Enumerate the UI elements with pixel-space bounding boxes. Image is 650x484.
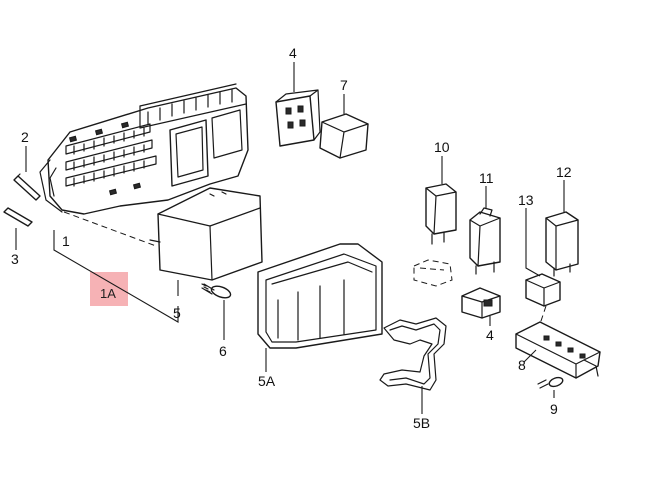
callout-1: 1 (62, 233, 70, 249)
relay-socket-4-top[interactable] (275, 89, 321, 147)
relay-11[interactable] (469, 207, 501, 275)
callout-4-bottom: 4 (486, 327, 494, 343)
relay-13[interactable] (525, 273, 561, 307)
callout-3: 3 (11, 251, 19, 267)
highlight-1a-label: 1A (100, 286, 116, 301)
callout-12: 12 (556, 164, 572, 180)
fuse-relay-panel[interactable] (39, 83, 249, 215)
relay-base-8[interactable] (515, 321, 601, 379)
callout-labels: 1 2 3 4 7 5 6 5A 5B 10 11 12 13 4 8 9 (11, 45, 572, 431)
callout-5: 5 (173, 305, 181, 321)
callout-4-top: 4 (289, 45, 297, 61)
callout-6: 6 (219, 343, 227, 359)
large-cover-5a[interactable] (257, 243, 383, 349)
callout-9: 9 (550, 401, 558, 417)
screw-6[interactable] (201, 283, 232, 300)
relay-10[interactable] (425, 183, 457, 245)
callout-5b: 5B (413, 415, 430, 431)
callout-13: 13 (518, 192, 534, 208)
relay-7[interactable] (319, 113, 369, 159)
callout-2: 2 (21, 129, 29, 145)
fuse-pin-3[interactable] (3, 207, 33, 227)
callout-8: 8 (518, 357, 526, 373)
panel-cover[interactable] (149, 187, 263, 281)
leader-lines (15, 62, 565, 414)
connector-outline[interactable] (413, 259, 453, 287)
callout-10: 10 (434, 139, 450, 155)
callout-5a: 5A (258, 373, 276, 389)
callout-11: 11 (479, 170, 494, 186)
fuse-pin-2[interactable] (13, 173, 41, 201)
relay-12[interactable] (545, 211, 579, 277)
screw-9[interactable] (537, 376, 564, 389)
callout-7: 7 (340, 77, 348, 93)
relay-socket-4-bottom[interactable] (461, 287, 501, 319)
highlight-1a[interactable]: 1A (90, 272, 128, 306)
gasket-5b[interactable] (379, 317, 447, 391)
